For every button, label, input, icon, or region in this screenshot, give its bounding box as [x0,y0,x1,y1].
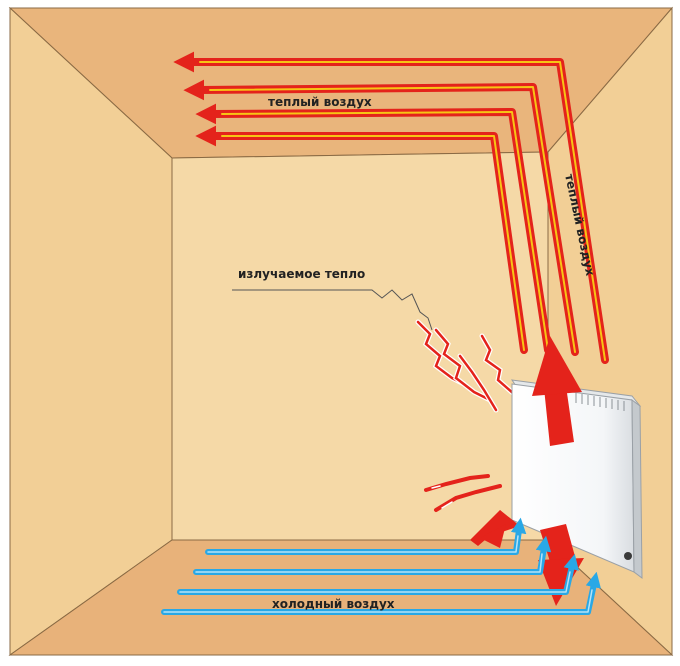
arrow-right-icon [205,517,527,555]
arrow-left-icon [183,79,579,356]
radiated-heat-label: излучаемое тепло [238,267,365,281]
arrow-up-icon [532,336,582,446]
radiator-side [631,398,643,580]
cold-air-arrows [161,517,601,615]
radiated-heat-leader-line [232,289,433,331]
downward-warm-arrows [470,510,584,606]
warm-air-arrows [173,51,609,364]
radiator [510,379,643,580]
radiated-heat-rays [415,319,517,413]
arrow-left-icon [195,103,552,354]
arrow-right-icon [161,571,601,615]
cold-air-label: холодный воздух [272,597,395,611]
radiator-thermostat-knob [624,552,632,560]
radiator-grille [575,393,625,411]
arrow-left-icon [173,51,609,364]
arrow-left-icon [195,125,528,354]
floor [8,539,674,656]
arrow-right-icon [193,535,552,575]
warm-air-ceiling-label: теплый воздух [268,95,372,109]
lower-radiated-heat-rays [424,474,502,512]
back-wall [171,151,549,541]
arrow-right-icon [177,553,579,595]
